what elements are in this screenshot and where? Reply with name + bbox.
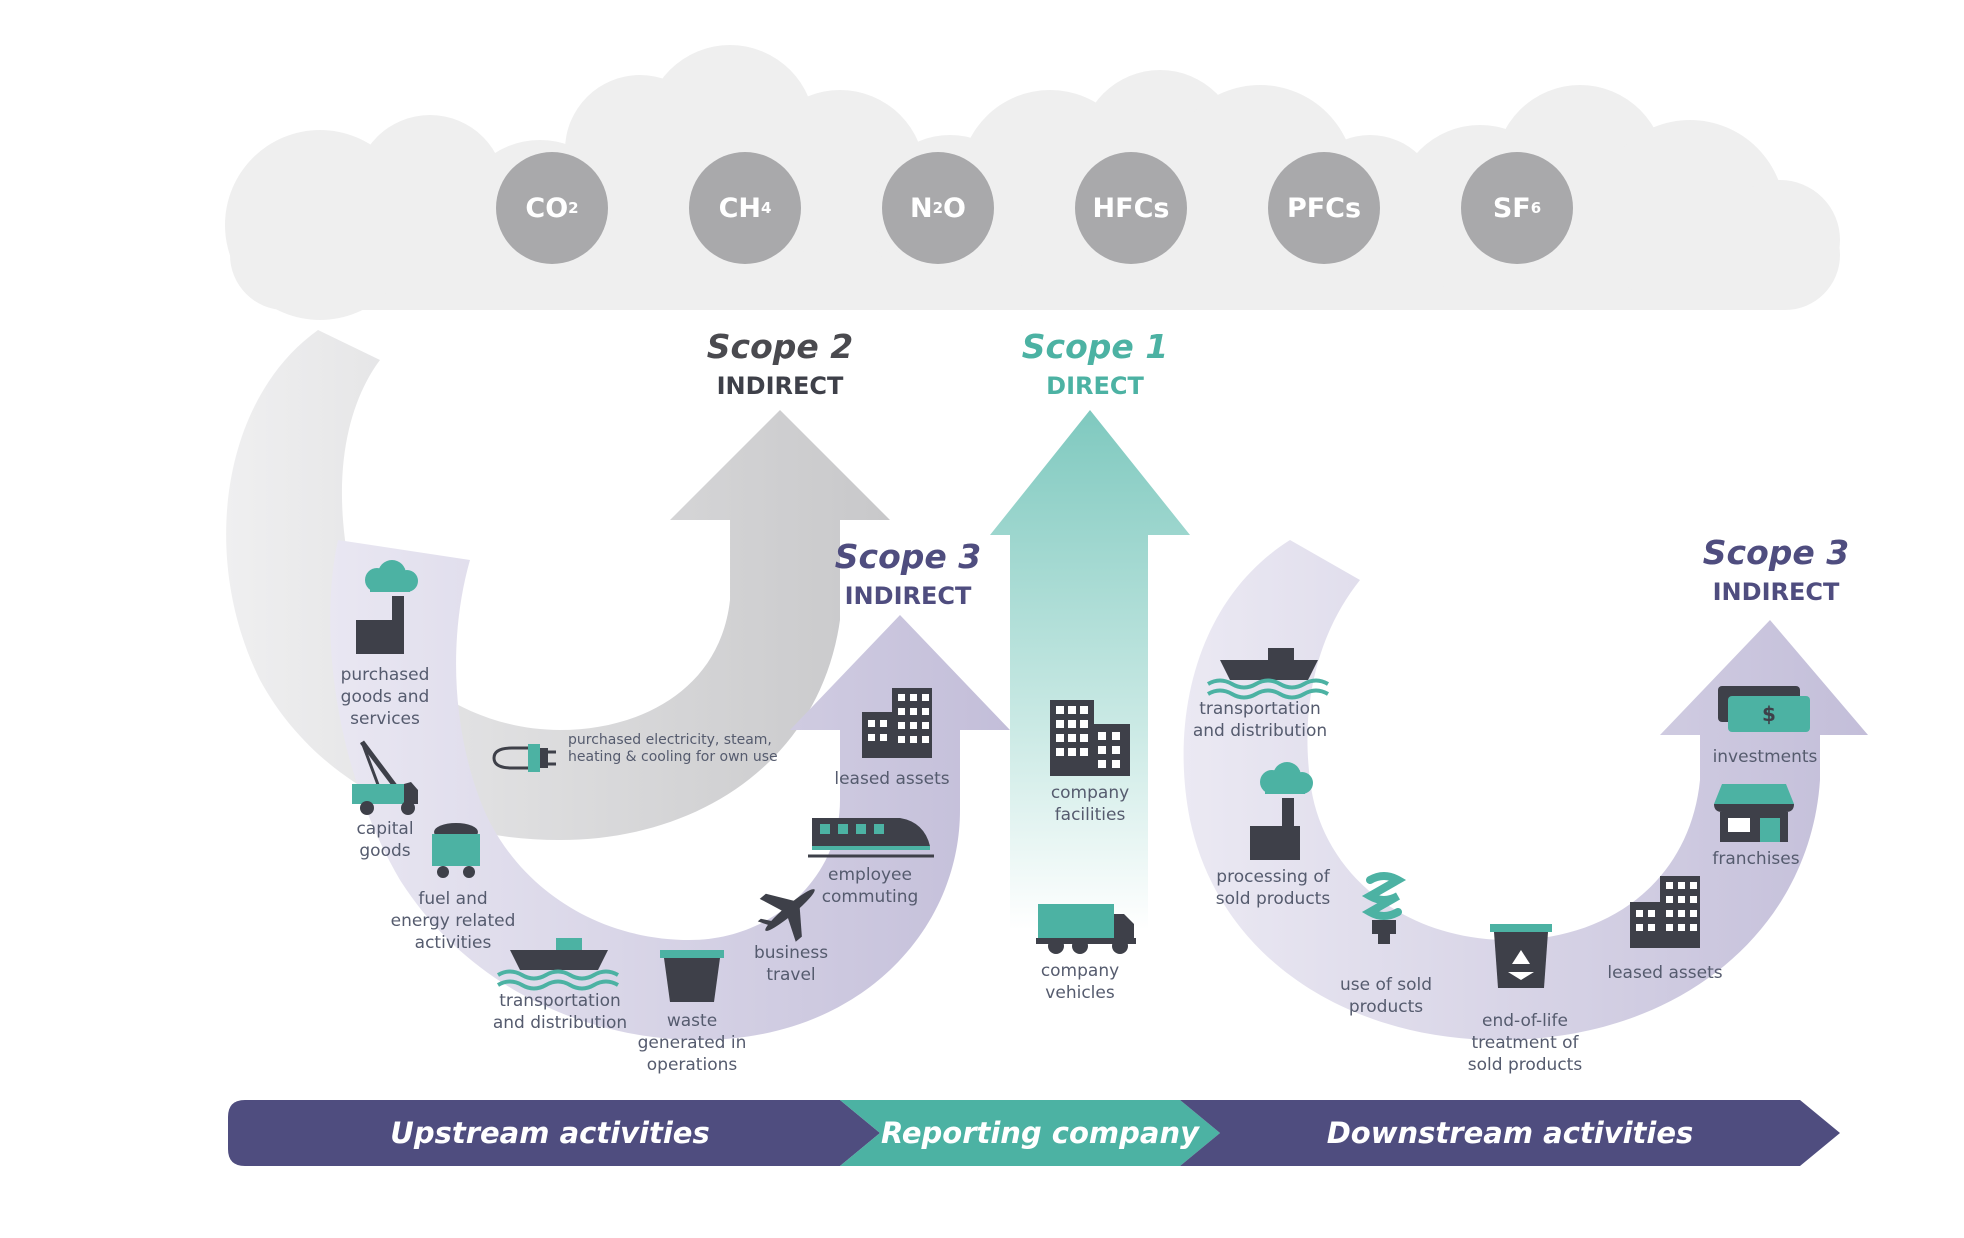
gas-hfcs-base: HFCs (1092, 192, 1170, 224)
label-use-of-products: use of sold products (1339, 975, 1433, 1017)
gas-n2o-base: N (910, 192, 933, 224)
money-icon: $ (1718, 686, 1810, 732)
scope3-upstream-title: Scope 3 (834, 537, 982, 576)
label-business-travel: business travel (753, 943, 829, 985)
storefront-icon (1714, 784, 1794, 842)
gas-pfcs: PFCs (1268, 152, 1380, 264)
label-leased-assets-upstream: leased assets (834, 769, 950, 789)
airplane-icon (757, 889, 815, 942)
label-purchased-goods: purchased goods and services (340, 665, 430, 729)
band-reporting-label: Reporting company (880, 1116, 1200, 1150)
mine-cart-icon (432, 823, 480, 878)
gas-n2o-tail: O (943, 192, 966, 224)
scope3-downstream-title: Scope 3 (1702, 533, 1850, 572)
downstream-band-shape (1180, 1100, 1840, 1166)
label-end-of-life: end-of-life treatment of sold products (1467, 1011, 1583, 1075)
plug-icon (492, 744, 556, 772)
train-icon (808, 818, 934, 858)
gas-pfcs-base: PFCs (1286, 192, 1362, 224)
label-transport-downstream: transportation and distribution (1192, 699, 1328, 741)
scope1-title: Scope 1 (1021, 327, 1169, 366)
label-capital-goods: capital goods (356, 819, 414, 861)
scope3-downstream-subtitle: INDIRECT (1712, 578, 1840, 606)
gas-hfcs: HFCs (1075, 152, 1187, 264)
scope3-upstream-subtitle: INDIRECT (844, 582, 972, 610)
currency-symbol: $ (1762, 702, 1776, 726)
company-vehicle-icon (1036, 904, 1136, 954)
ship-icon-downstream (1206, 648, 1330, 700)
reporting-band-shape (840, 1100, 1220, 1166)
label-waste: waste generated in operations (637, 1011, 747, 1075)
factory-cloud-icon-downstream (1250, 762, 1313, 860)
emissions-cloud (225, 45, 1840, 320)
company-facilities-icon (1050, 700, 1130, 776)
scope2-subtitle: INDIRECT (716, 372, 844, 400)
label-franchises: franchises (1712, 849, 1800, 869)
label-processing: processing of sold products (1215, 867, 1331, 909)
label-fuel-energy: fuel and energy related activities (390, 889, 516, 953)
label-company-vehicles: company vehicles (1040, 961, 1120, 1003)
factory-cloud-icon (356, 560, 418, 654)
band-downstream-label: Downstream activities (1326, 1116, 1694, 1150)
scope2-title: Scope 2 (706, 327, 854, 366)
label-investments: investments (1712, 747, 1818, 767)
light-bulb-icon (1361, 872, 1407, 944)
label-transport-upstream: transportation and distribution (492, 991, 628, 1033)
band-upstream-label: Upstream activities (390, 1116, 710, 1150)
scope3-upstream-u-arrow (330, 540, 1010, 1040)
crane-truck-icon (352, 740, 418, 815)
scope1-subtitle: DIRECT (1046, 372, 1144, 400)
label-employee-commuting: employee commuting (821, 865, 919, 907)
label-leased-assets-downstream: leased assets (1607, 963, 1723, 983)
ship-icon-upstream (496, 938, 620, 991)
gas-ch4-base: CH (718, 192, 761, 224)
label-company-facilities: company facilities (1050, 783, 1130, 825)
dumpster-icon (660, 950, 724, 1002)
gas-co2-base: CO (525, 192, 569, 224)
scope1-straight-arrow (990, 410, 1190, 930)
activity-band (228, 1100, 1840, 1166)
building-icon-downstream (1630, 876, 1700, 948)
gas-sf6-base: SF (1492, 192, 1531, 224)
gas-ch4-sub: 4 (760, 199, 772, 217)
upstream-band-shape (228, 1100, 880, 1166)
recycling-bin-icon (1490, 924, 1552, 988)
label-purchased-electricity: purchased electricity, steam, heating & … (568, 732, 778, 765)
gas-n2o-sub: 2 (932, 199, 944, 217)
gas-co2-sub: 2 (568, 199, 579, 217)
building-icon-upstream (862, 688, 932, 758)
gas-sf6-sub: 6 (1530, 199, 1542, 217)
